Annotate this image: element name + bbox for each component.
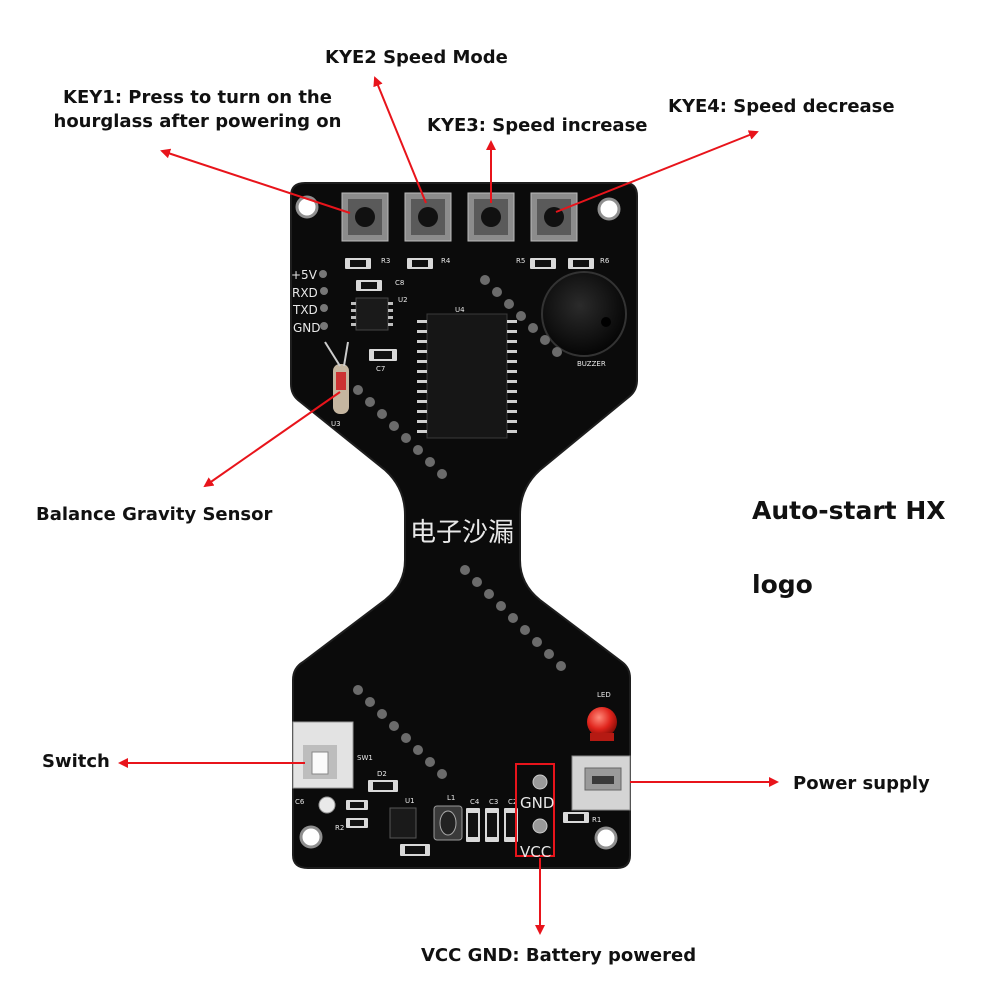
u3-label: U3 [331, 420, 341, 428]
slide-switch [292, 721, 354, 789]
board-title-cn: 电子沙漏 [410, 518, 514, 548]
vcc-pad-label: VCC [520, 843, 551, 861]
key1-callout-line1: KEY1: Press to turn on the [63, 87, 332, 108]
arrow-key2 [373, 76, 427, 204]
pin-label-txd: TXD [292, 303, 318, 317]
r4-label: R4 [441, 257, 451, 265]
key4-switch [530, 192, 578, 242]
pin-label-gnd: GND [293, 321, 321, 335]
r5-label: R5 [516, 257, 525, 265]
tilt-sensor [324, 341, 349, 414]
u1-label: U1 [405, 797, 415, 805]
key4-callout: KYE4: Speed decrease [668, 96, 895, 117]
c8-label: C8 [395, 279, 404, 287]
mounting-holes [295, 195, 621, 850]
r2-label: R2 [335, 824, 344, 832]
buzzer [541, 271, 627, 357]
vcc-gnd-callout: VCC GND: Battery powered [421, 945, 697, 966]
arrow-key4 [555, 130, 759, 213]
key1-switch [341, 192, 389, 242]
arrow-sensor [203, 391, 341, 488]
c3-label: C3 [489, 798, 498, 806]
pin-label-rxd: RXD [292, 286, 318, 300]
key3-callout: KYE3: Speed increase [427, 115, 648, 136]
led-dots-upper [353, 275, 562, 479]
c6-label: C6 [295, 798, 305, 806]
u4-label: U4 [455, 306, 465, 314]
gnd-pad-label: GND [520, 794, 554, 812]
d2-label: D2 [377, 770, 387, 778]
buzzer-label: BUZZER [577, 360, 606, 368]
key2-switch [404, 192, 452, 242]
battery-pads [515, 763, 555, 857]
main-ic [417, 313, 517, 439]
key2-callout: KYE2 Speed Mode [325, 47, 508, 68]
autostart-label: Auto-start HX [752, 496, 946, 525]
r1-label: R1 [592, 816, 601, 824]
key-switches [341, 192, 578, 242]
logo-label: logo [752, 570, 813, 599]
power-callout: Power supply [793, 773, 930, 794]
led-label: LED [597, 691, 611, 699]
sw1-label: SW1 [357, 754, 373, 762]
key1-callout-line2: hourglass after powering on [53, 111, 342, 132]
arrow-key1 [160, 148, 351, 214]
led-dots-lower [353, 565, 566, 779]
power-led [587, 707, 617, 741]
key1-callout: KEY1: Press to turn on the hourglass aft… [40, 86, 355, 134]
micro-usb-port [571, 755, 631, 811]
r6-label: R6 [600, 257, 610, 265]
c2-label: C2 [508, 798, 517, 806]
key3-switch [467, 192, 515, 242]
c4-label: C4 [470, 798, 480, 806]
sensor-callout: Balance Gravity Sensor [36, 504, 273, 525]
c7-label: C7 [376, 365, 385, 373]
u2-label: U2 [398, 296, 408, 304]
l1-label: L1 [447, 794, 455, 802]
switch-callout: Switch [42, 751, 110, 772]
pin-label-5v: +5V [291, 268, 318, 282]
r3-label: R3 [381, 257, 390, 265]
